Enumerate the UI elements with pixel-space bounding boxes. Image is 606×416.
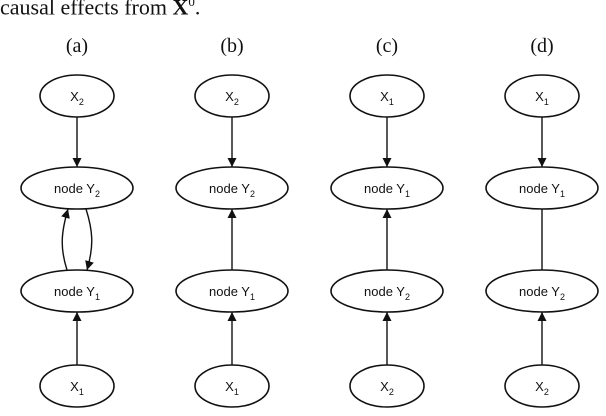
node-top: X2: [39, 74, 115, 118]
caption-prefix: causal effects from: [0, 0, 173, 20]
panel-d: (d) X1 node Y1 node Y2 X2: [485, 35, 599, 408]
panel-label: (a): [66, 35, 88, 57]
node-label: node Y1: [519, 181, 565, 199]
node-top: X2: [194, 74, 270, 118]
node-label: node Y2: [209, 181, 255, 199]
node-label: node Y2: [54, 181, 100, 199]
panel-label: (d): [530, 35, 553, 57]
node-label: X2: [535, 379, 549, 397]
node-lower: node Y1: [20, 269, 134, 313]
node-upper: node Y1: [485, 166, 599, 210]
node-ellipse: [194, 74, 270, 118]
node-top: X1: [349, 74, 425, 118]
node-upper: node Y2: [20, 166, 134, 210]
node-label: X2: [225, 89, 239, 107]
node-lower: node Y2: [330, 269, 444, 313]
node-label: X2: [380, 379, 394, 397]
node-bottom: X1: [39, 364, 115, 408]
node-bottom: X2: [349, 364, 425, 408]
node-label: node Y2: [364, 284, 410, 302]
node-lower: node Y1: [175, 269, 289, 313]
edge-upper-to-lower: [85, 208, 94, 271]
node-label: X1: [535, 89, 549, 107]
node-ellipse: [175, 166, 289, 210]
node-ellipse: [349, 74, 425, 118]
caption-bold-symbol: X: [172, 0, 189, 20]
node-lower: node Y2: [485, 269, 599, 313]
node-label: node Y1: [54, 284, 100, 302]
panel-b: (b) X2 node Y2 node Y1 X1: [175, 35, 289, 408]
node-ellipse: [485, 269, 599, 313]
caption-fragment: causal effects from X0.: [0, 0, 200, 20]
node-ellipse: [175, 269, 289, 313]
node-label: X2: [70, 89, 84, 107]
node-upper: node Y1: [330, 166, 444, 210]
node-ellipse: [504, 74, 580, 118]
node-label: X1: [225, 379, 239, 397]
node-ellipse: [194, 364, 270, 408]
node-ellipse: [39, 364, 115, 408]
node-bottom: X1: [194, 364, 270, 408]
node-top: X1: [504, 74, 580, 118]
node-label: node Y1: [209, 284, 255, 302]
node-label: node Y1: [364, 181, 410, 199]
node-ellipse: [330, 166, 444, 210]
caption-superscript: 0: [188, 0, 195, 9]
node-ellipse: [504, 364, 580, 408]
edge-lower-to-upper: [61, 208, 70, 271]
node-ellipse: [485, 166, 599, 210]
node-ellipse: [349, 364, 425, 408]
caption-suffix: .: [194, 0, 201, 20]
node-label: node Y2: [519, 284, 565, 302]
panel-c: (c) X1 node Y1 node Y2 X2: [330, 35, 444, 408]
panel-label: (c): [376, 35, 398, 57]
node-label: X1: [380, 89, 394, 107]
panel-label: (b): [220, 35, 243, 57]
node-ellipse: [20, 269, 134, 313]
node-ellipse: [20, 166, 134, 210]
node-ellipse: [39, 74, 115, 118]
node-bottom: X2: [504, 364, 580, 408]
panel-a: (a) X2 node Y2 node Y1 X1: [20, 35, 134, 408]
node-ellipse: [330, 269, 444, 313]
node-label: X1: [70, 379, 84, 397]
node-upper: node Y2: [175, 166, 289, 210]
